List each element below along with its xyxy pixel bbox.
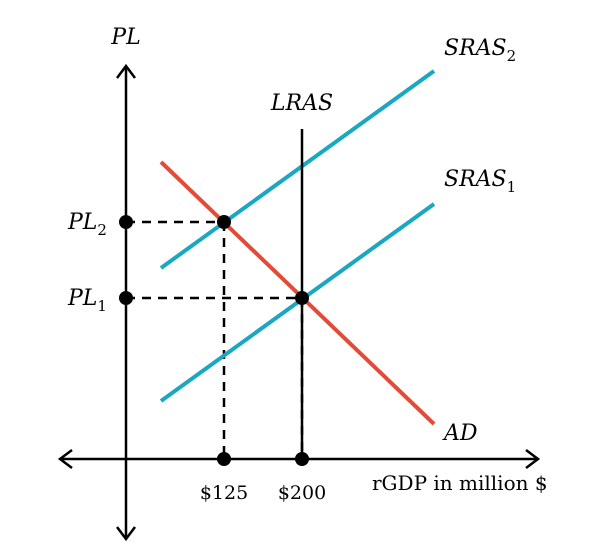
- x-tick-label-125: $125: [200, 482, 248, 504]
- sras1-label-sub: 1: [507, 178, 517, 196]
- point-pl1-axis: [119, 291, 133, 305]
- pl2-label-sub: 2: [97, 221, 107, 239]
- y-axis-label: PL: [110, 25, 140, 50]
- sras2-label-base: SRAS: [444, 36, 507, 61]
- point-pl2-axis: [119, 215, 133, 229]
- pl2-label-base: PL: [67, 210, 97, 235]
- y-axis-arrow-bottom: [116, 526, 136, 542]
- x-axis-arrow-right: [525, 449, 541, 469]
- point-equilibrium-sras2-ad: [217, 215, 231, 229]
- sras2-line: [159, 69, 436, 270]
- y-tick-label-pl2: PL2: [67, 210, 107, 239]
- point-x-125: [217, 452, 231, 466]
- guide-lines: [126, 220, 304, 459]
- ad-label: AD: [442, 421, 478, 446]
- sras1-label-base: SRAS: [444, 167, 507, 192]
- y-axis-arrow-top: [116, 63, 136, 79]
- point-equilibrium-sras1-ad-lras: [295, 291, 309, 305]
- sras1-label: SRAS1: [444, 167, 516, 196]
- pl1-label-sub: 1: [97, 297, 107, 315]
- x-tick-label-200: $200: [278, 482, 326, 504]
- sras2-label: SRAS2: [444, 36, 516, 65]
- pl1-label-base: PL: [67, 286, 97, 311]
- y-tick-label-pl1: PL1: [67, 286, 107, 315]
- lras-label: LRAS: [270, 91, 333, 116]
- x-axis-arrow-left: [57, 449, 73, 469]
- x-axis-label: rGDP in million $: [372, 471, 548, 495]
- sras2-label-sub: 2: [507, 47, 517, 65]
- point-x-200: [295, 452, 309, 466]
- points: [119, 215, 309, 466]
